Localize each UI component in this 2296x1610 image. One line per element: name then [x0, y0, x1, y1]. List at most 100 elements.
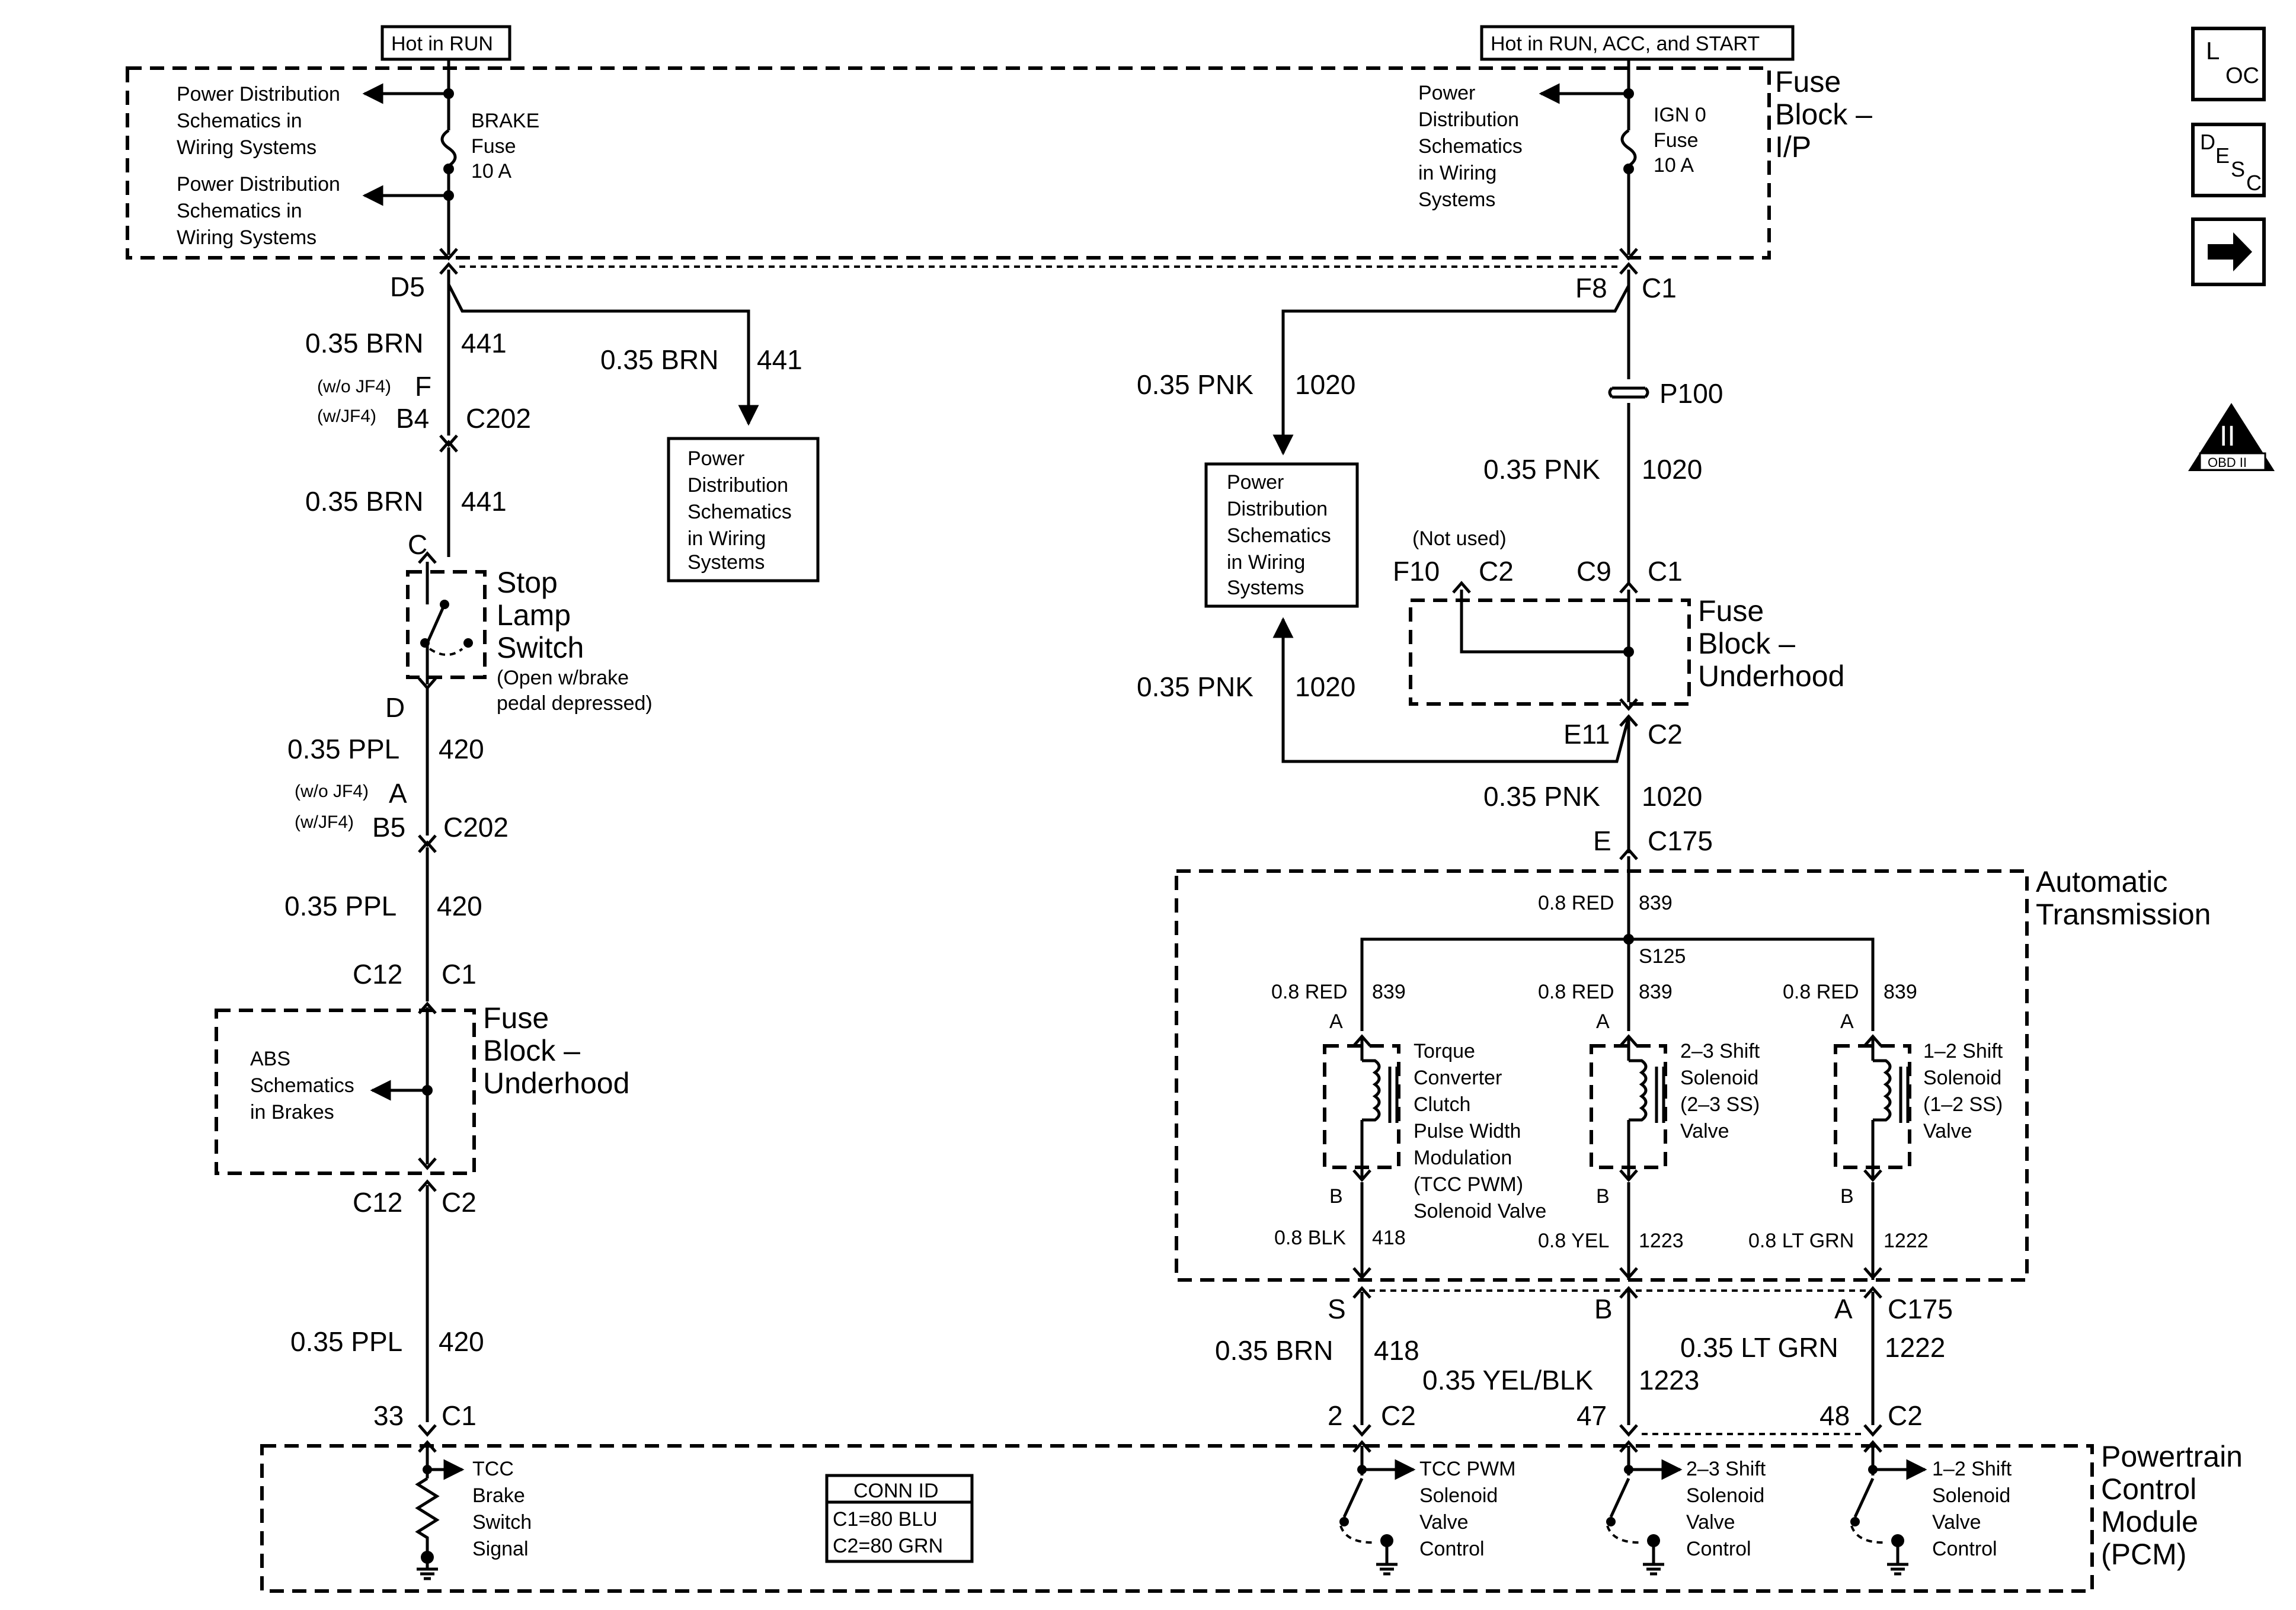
- tcc-pwm-driver-switch: [1339, 1440, 1416, 1576]
- svg-text:10 A: 10 A: [1654, 154, 1694, 177]
- svg-text:Power: Power: [687, 447, 744, 470]
- splice-s125: S125: [1639, 945, 1686, 968]
- tcc-pwm-driver-label: TCC PWM Solenoid Valve Control: [1419, 1458, 1515, 1560]
- description-icon[interactable]: D E S C: [2191, 123, 2266, 197]
- svg-text:0.35 BRN: 0.35 BRN: [1215, 1335, 1333, 1366]
- svg-text:Fuse: Fuse: [1775, 65, 1841, 98]
- p100-inline-connector: P100: [1608, 378, 1723, 409]
- svg-text:in Wiring: in Wiring: [687, 527, 766, 550]
- svg-text:P100: P100: [1659, 378, 1723, 409]
- svg-text:Schematics: Schematics: [1418, 135, 1523, 158]
- svg-text:Brake: Brake: [472, 1484, 525, 1507]
- svg-text:Schematics: Schematics: [1227, 524, 1331, 547]
- pds-box-left: Power Distribution Schematics in Wiring …: [667, 437, 820, 582]
- svg-text:0.35 LT GRN: 0.35 LT GRN: [1680, 1332, 1838, 1363]
- svg-text:F: F: [415, 371, 431, 402]
- svg-text:Distribution: Distribution: [1227, 498, 1328, 520]
- svg-text:Switch: Switch: [497, 631, 584, 664]
- svg-text:1223: 1223: [1639, 1230, 1684, 1252]
- svg-text:Solenoid: Solenoid: [1923, 1067, 2001, 1089]
- svg-text:Valve: Valve: [1419, 1511, 1469, 1534]
- svg-text:1222: 1222: [1885, 1332, 1945, 1363]
- svg-text:Solenoid: Solenoid: [1932, 1484, 2010, 1507]
- svg-text:0.35 PNK: 0.35 PNK: [1483, 781, 1600, 812]
- svg-text:S: S: [2231, 157, 2245, 181]
- svg-text:839: 839: [1639, 981, 1673, 1003]
- svg-text:Signal: Signal: [472, 1538, 529, 1560]
- svg-text:Clutch: Clutch: [1414, 1093, 1470, 1116]
- svg-text:0.35 PNK: 0.35 PNK: [1483, 454, 1600, 485]
- svg-text:1020: 1020: [1642, 781, 1702, 812]
- ss23-driver-switch: [1606, 1440, 1683, 1576]
- svg-text:A: A: [1596, 1010, 1610, 1033]
- svg-text:in Wiring: in Wiring: [1227, 551, 1305, 574]
- svg-text:0.35 PNK: 0.35 PNK: [1137, 369, 1253, 400]
- svg-text:839: 839: [1884, 981, 1917, 1003]
- svg-text:Fuse: Fuse: [1698, 594, 1764, 628]
- next-page-arrow-icon[interactable]: [2191, 217, 2266, 286]
- svg-text:Distribution: Distribution: [1418, 108, 1519, 131]
- svg-text:Solenoid: Solenoid: [1680, 1067, 1758, 1089]
- svg-text:Valve: Valve: [1923, 1120, 1972, 1142]
- svg-text:(PCM): (PCM): [2101, 1538, 2186, 1571]
- svg-text:BRAKE: BRAKE: [471, 110, 539, 132]
- svg-text:Wiring Systems: Wiring Systems: [177, 136, 316, 159]
- svg-text:441: 441: [757, 344, 802, 375]
- svg-text:Schematics in: Schematics in: [177, 110, 302, 132]
- tcc-pwm-solenoid-label: Torque Converter Clutch Pulse Width Modu…: [1414, 1040, 1546, 1222]
- svg-text:1–2 Shift: 1–2 Shift: [1932, 1458, 2012, 1480]
- svg-text:(w/o JF4): (w/o JF4): [317, 377, 391, 396]
- tcc-brake-switch-resistor: [415, 1440, 465, 1580]
- svg-text:Control: Control: [1419, 1538, 1485, 1560]
- location-icon[interactable]: L OC: [2191, 27, 2266, 101]
- svg-text:2–3 Shift: 2–3 Shift: [1686, 1458, 1766, 1480]
- svg-text:in Wiring: in Wiring: [1418, 162, 1496, 184]
- svg-text:Power Distribution: Power Distribution: [177, 173, 340, 196]
- ss12-solenoid: [1834, 1034, 1911, 1182]
- svg-text:Schematics: Schematics: [250, 1074, 354, 1097]
- svg-text:TCC PWM: TCC PWM: [1419, 1458, 1515, 1480]
- svg-text:B: B: [1594, 1294, 1613, 1324]
- ss12-driver-switch: [1850, 1440, 1927, 1576]
- svg-text:Fuse: Fuse: [483, 1001, 549, 1035]
- svg-text:0.35 PPL: 0.35 PPL: [290, 1326, 402, 1357]
- svg-text:47: 47: [1576, 1400, 1607, 1431]
- svg-text:2: 2: [1328, 1400, 1343, 1431]
- svg-text:E: E: [1593, 825, 1611, 856]
- svg-text:C12: C12: [353, 959, 402, 990]
- stop-lamp-switch-label: Stop Lamp Switch (Open w/brake pedal dep…: [497, 566, 653, 715]
- svg-text:839: 839: [1639, 892, 1673, 914]
- svg-text:0.35 PNK: 0.35 PNK: [1137, 671, 1253, 702]
- svg-text:C1=80 BLU: C1=80 BLU: [833, 1508, 938, 1531]
- svg-text:C175: C175: [1648, 825, 1713, 856]
- fuse-block-underhood-left: [215, 1009, 476, 1175]
- svg-text:(2–3 SS): (2–3 SS): [1680, 1093, 1760, 1116]
- pds-left-2: Power Distribution Schematics in Wiring …: [177, 173, 340, 249]
- svg-text:IGN 0: IGN 0: [1654, 104, 1706, 126]
- svg-text:C202: C202: [466, 403, 531, 434]
- svg-text:(TCC PWM): (TCC PWM): [1414, 1173, 1523, 1196]
- ss12-driver-label: 1–2 Shift Solenoid Valve Control: [1932, 1458, 2012, 1560]
- svg-text:441: 441: [461, 486, 507, 517]
- ss23-driver-label: 2–3 Shift Solenoid Valve Control: [1686, 1458, 1766, 1560]
- svg-text:Valve: Valve: [1686, 1511, 1735, 1534]
- svg-text:48: 48: [1819, 1400, 1850, 1431]
- svg-text:0.35 PPL: 0.35 PPL: [284, 891, 396, 921]
- svg-text:Schematics: Schematics: [687, 501, 792, 523]
- stop-lamp-switch: [406, 562, 487, 684]
- svg-text:C2: C2: [442, 1187, 477, 1218]
- svg-text:D: D: [2200, 130, 2215, 154]
- svg-text:C2: C2: [1888, 1400, 1923, 1431]
- ign0-fuse-label: IGN 0 Fuse 10 A: [1654, 104, 1706, 177]
- svg-text:Valve: Valve: [1932, 1511, 1981, 1534]
- svg-text:Solenoid: Solenoid: [1419, 1484, 1498, 1507]
- svg-text:10 A: 10 A: [471, 160, 511, 183]
- svg-text:Fuse: Fuse: [1654, 129, 1699, 152]
- svg-text:pedal depressed): pedal depressed): [497, 692, 653, 715]
- svg-text:Distribution: Distribution: [687, 474, 788, 497]
- svg-text:0.8 RED: 0.8 RED: [1783, 981, 1859, 1003]
- svg-text:Fuse: Fuse: [471, 135, 516, 158]
- fuse-block-underhood-left-title: Fuse Block – Underhood: [483, 1001, 629, 1100]
- svg-text:Block –: Block –: [1775, 98, 1872, 131]
